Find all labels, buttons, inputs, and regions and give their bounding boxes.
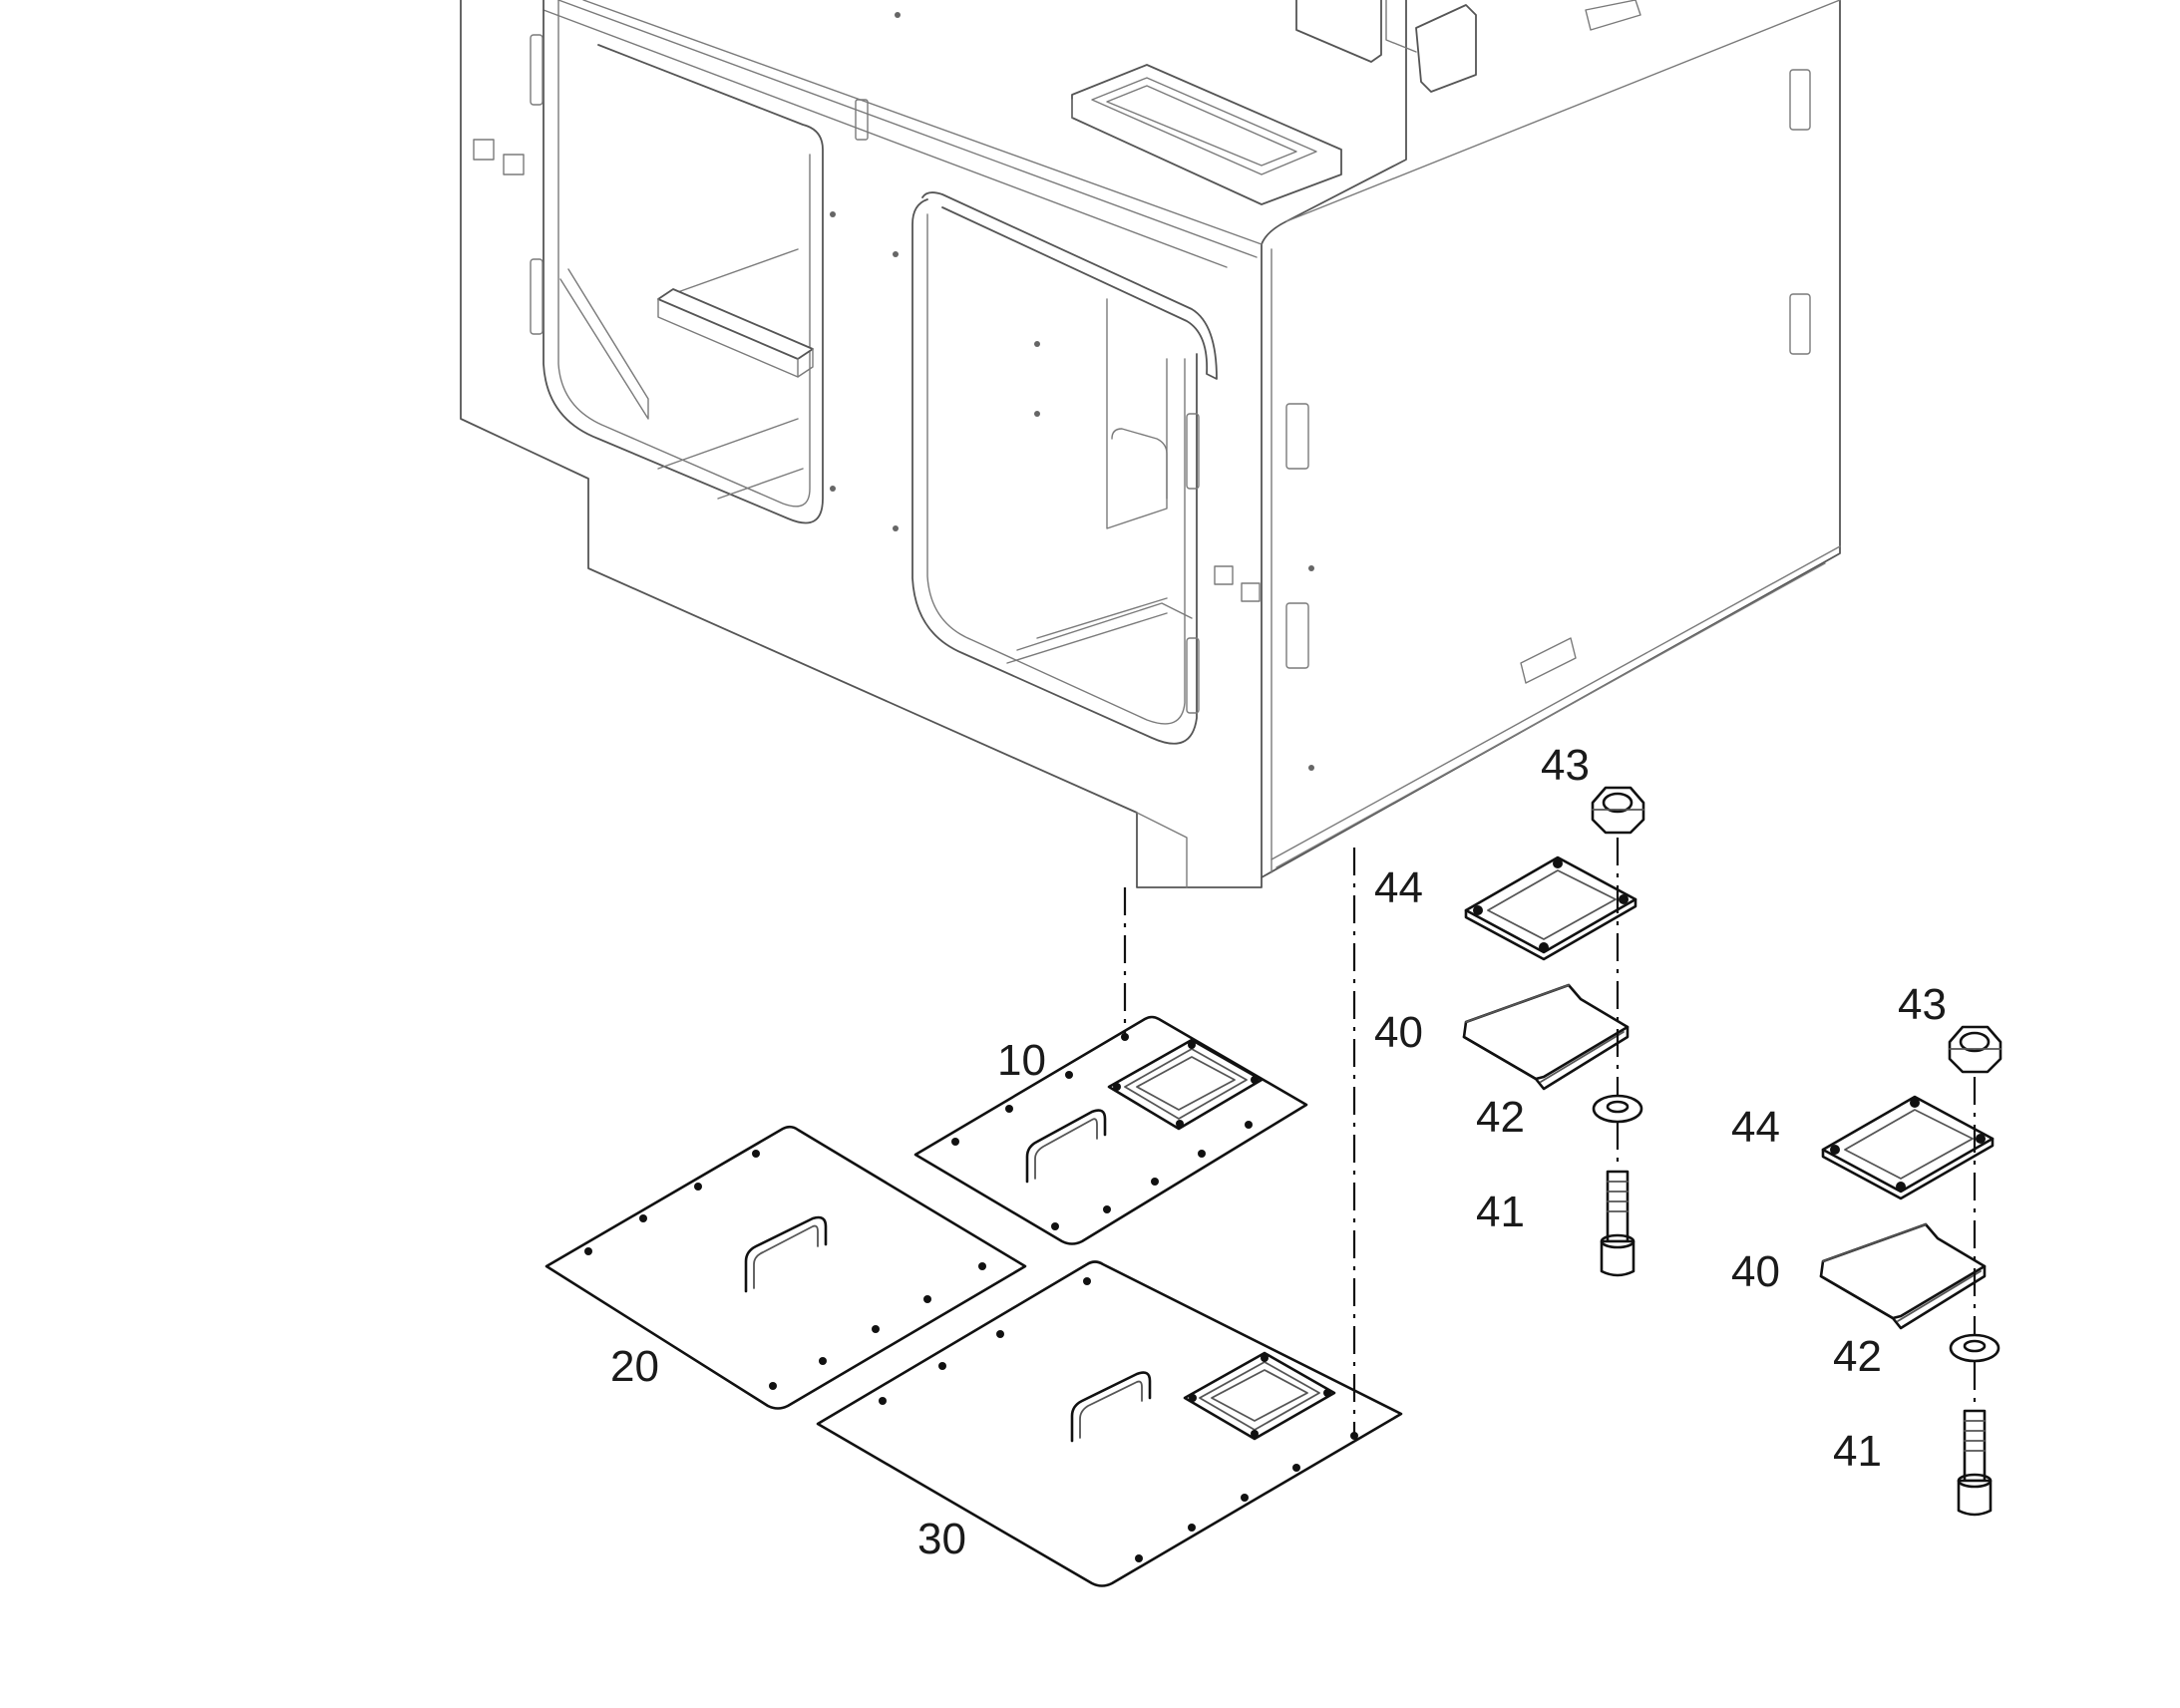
- callout-30: 30: [917, 1515, 966, 1563]
- callout-41-b: 41: [1833, 1427, 1882, 1476]
- callout-43-b: 43: [1898, 980, 1947, 1029]
- bolt-41-a: [1600, 1170, 1635, 1277]
- callout-42-b: 42: [1833, 1332, 1882, 1381]
- bracket-40-a: [1462, 983, 1630, 1091]
- cab-body: [460, 0, 1841, 888]
- plate-10: [913, 1015, 1308, 1245]
- nut-43-a: [1591, 786, 1645, 835]
- callout-40-b: 40: [1731, 1247, 1780, 1296]
- callout-10: 10: [997, 1036, 1046, 1085]
- plate-20: [545, 1125, 1027, 1410]
- mount-pad-44-b: [1821, 1095, 1995, 1200]
- callout-44-a: 44: [1374, 863, 1423, 912]
- plate-30: [816, 1260, 1403, 1587]
- bolt-41-b: [1957, 1409, 1993, 1517]
- washer-42-a: [1592, 1094, 1643, 1124]
- callout-40-a: 40: [1374, 1008, 1423, 1057]
- washer-42-b: [1949, 1333, 2000, 1363]
- callout-labels: 10 20 30 43 44 40 42 41 43 44 40 42 41: [610, 741, 1947, 1563]
- callout-20: 20: [610, 1342, 659, 1391]
- mount-assembly-a: [1462, 786, 1645, 1277]
- mount-pad-44-a: [1464, 855, 1637, 961]
- callout-41-a: 41: [1476, 1188, 1525, 1236]
- callout-43-a: 43: [1541, 741, 1590, 790]
- nut-43-b: [1948, 1025, 2002, 1074]
- callout-42-a: 42: [1476, 1093, 1525, 1142]
- mount-assembly-b: [1819, 1025, 2002, 1517]
- callout-44-b: 44: [1731, 1103, 1780, 1152]
- alignment-lines: [1123, 838, 1977, 1436]
- bracket-40-b: [1819, 1222, 1987, 1330]
